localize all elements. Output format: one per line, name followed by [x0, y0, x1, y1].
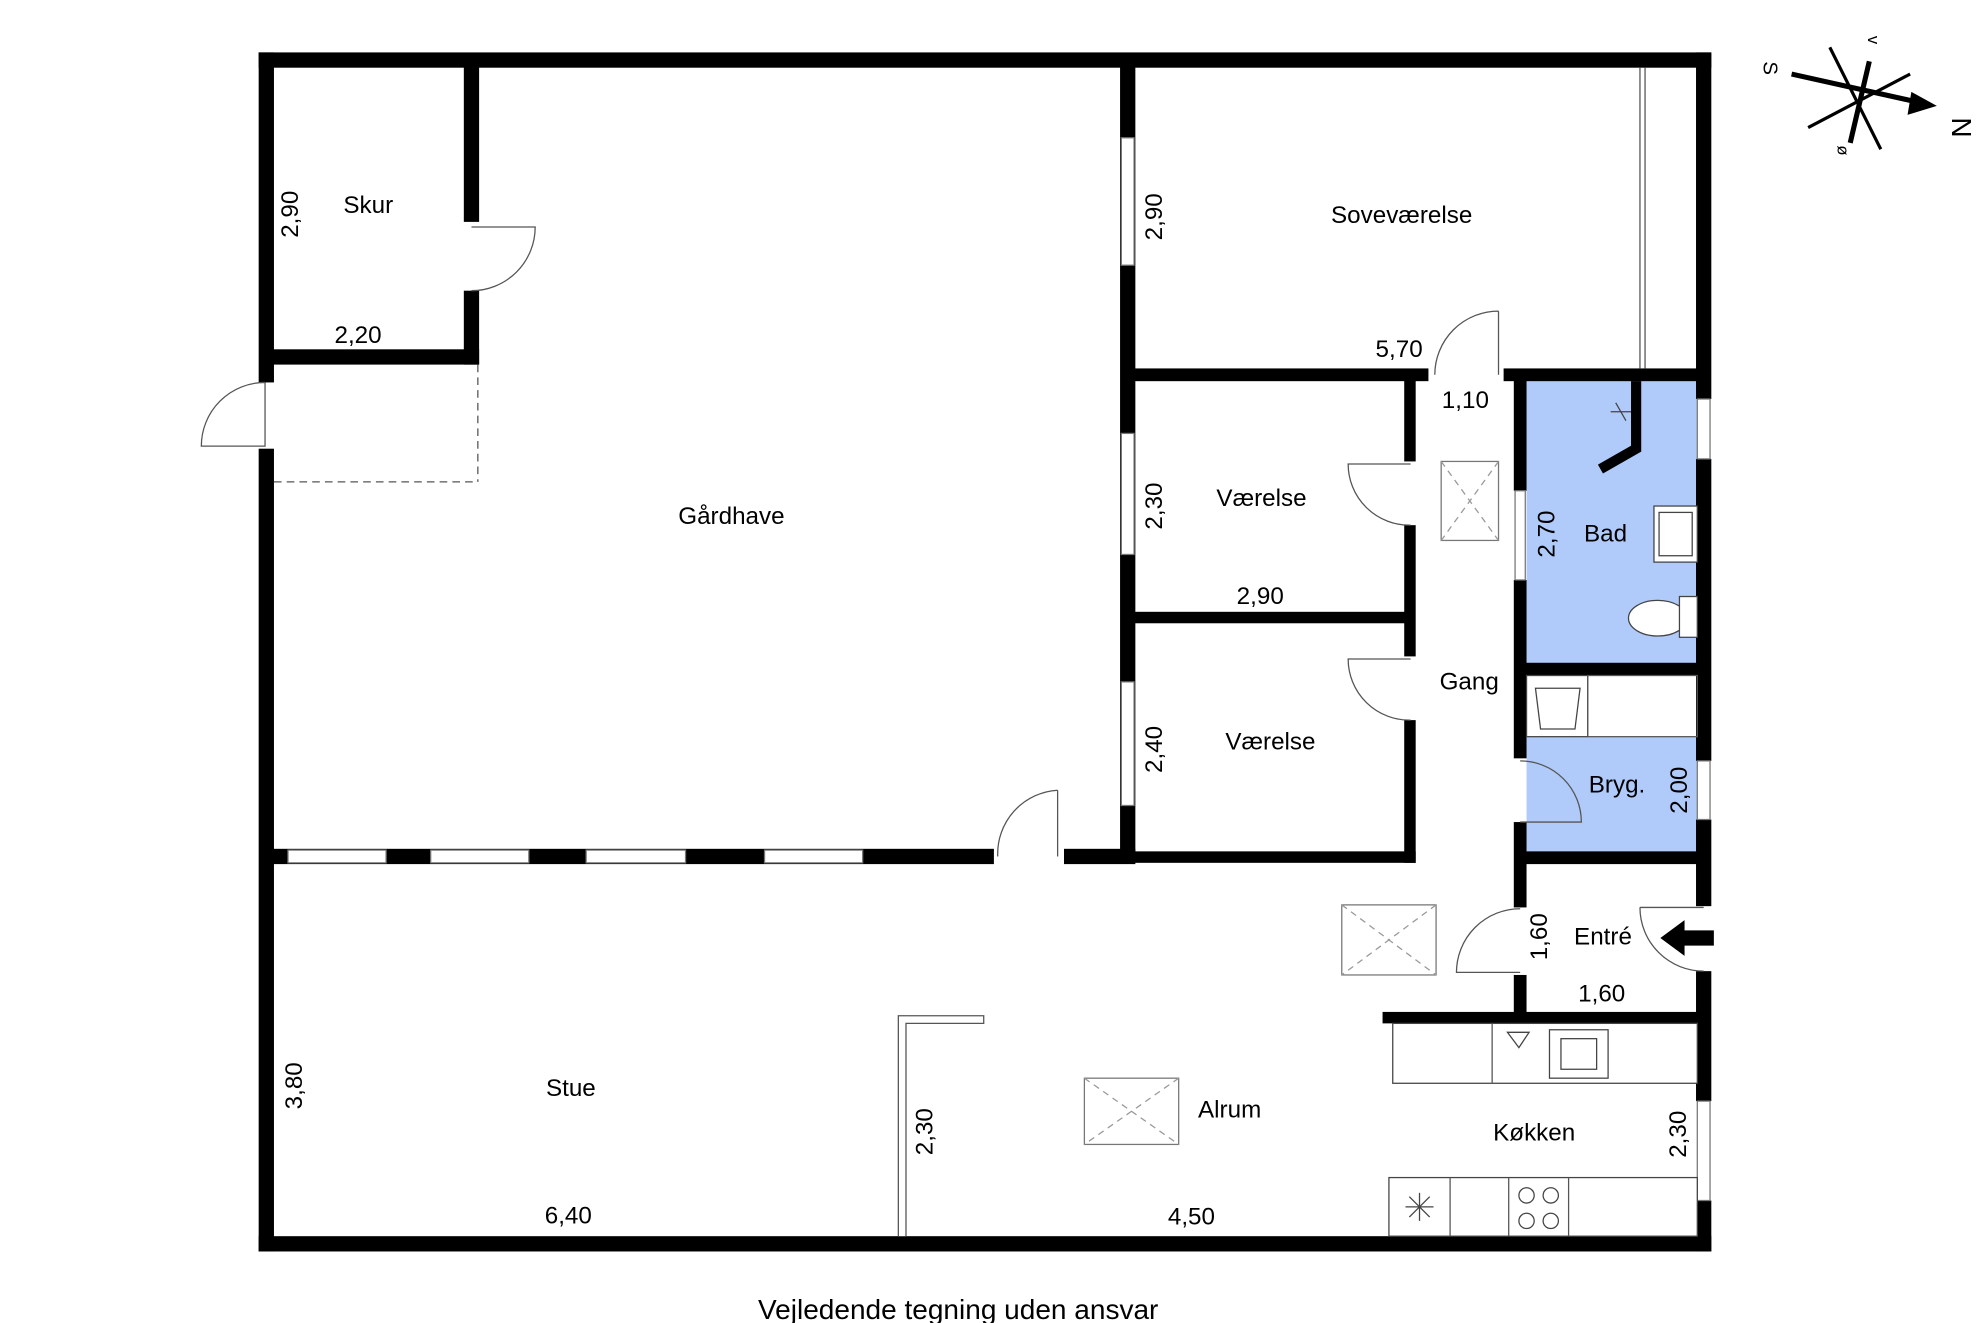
room-bad: Bad — [1584, 521, 1627, 548]
svg-text:2,00: 2,00 — [1666, 767, 1693, 814]
compass-v: v — [1864, 36, 1883, 45]
room-koekken: Køkken — [1493, 1120, 1575, 1147]
doors[interactable] — [200, 226, 1704, 974]
compass-icon: N S ø v — [1759, 36, 1978, 156]
svg-text:2,30: 2,30 — [912, 1108, 939, 1155]
dimension-labels: 2,90 2,20 2,90 5,70 1,10 2,30 2,90 2,40 … — [277, 191, 1693, 1231]
svg-text:2,90: 2,90 — [277, 191, 304, 238]
vaerelse1-door — [1347, 463, 1411, 526]
svg-text:2,40: 2,40 — [1141, 726, 1168, 773]
svg-text:1,10: 1,10 — [1442, 387, 1489, 414]
freezer-snowflake-icon — [1405, 1192, 1434, 1221]
room-vaerelse-2: Værelse — [1225, 728, 1315, 755]
kitchen-counter-top — [1392, 1022, 1698, 1084]
compass-s: S — [1759, 61, 1781, 75]
stove-icon — [1518, 1187, 1560, 1230]
bryg-door — [1520, 760, 1582, 823]
svg-text:1,60: 1,60 — [1578, 981, 1625, 1008]
footer-disclaimer: Vejledende tegning uden ansvar — [758, 1294, 1158, 1323]
room-entre: Entré — [1574, 923, 1632, 950]
svg-text:2,70: 2,70 — [1534, 511, 1561, 558]
bryg-fill — [1526, 736, 1699, 854]
toilet — [1627, 599, 1688, 637]
kitchen-counter-bottom — [1388, 1176, 1698, 1237]
compass-n: N — [1946, 117, 1977, 137]
vaerelse2-door — [1347, 658, 1411, 721]
shower-head-icon — [1610, 402, 1632, 421]
svg-text:3,80: 3,80 — [281, 1062, 308, 1109]
svg-text:1,60: 1,60 — [1526, 913, 1553, 960]
sove-door — [1434, 310, 1500, 375]
side-gate-door — [200, 381, 266, 447]
skylights — [1083, 460, 1500, 1146]
entre-inner-door — [1455, 908, 1521, 974]
svg-text:2,30: 2,30 — [1141, 482, 1168, 529]
svg-text:2,90: 2,90 — [1141, 193, 1168, 240]
room-bryg: Bryg. — [1589, 772, 1646, 799]
room-vaerelse-1: Værelse — [1216, 485, 1306, 512]
room-sovevaerelse: Soveværelse — [1331, 202, 1472, 229]
skur-door — [471, 226, 536, 292]
room-labels: Skur Gårdhave Soveværelse Værelse Værels… — [343, 192, 1645, 1147]
windows — [287, 67, 1711, 1202]
room-stue: Stue — [546, 1075, 596, 1102]
svg-text:4,50: 4,50 — [1168, 1204, 1215, 1231]
fixtures — [1388, 402, 1698, 1237]
svg-text:2,20: 2,20 — [335, 322, 382, 349]
entrance-arrow-icon — [1660, 920, 1714, 956]
room-gang: Gang — [1440, 669, 1499, 696]
svg-text:6,40: 6,40 — [545, 1202, 592, 1229]
room-alrum: Alrum — [1198, 1097, 1261, 1124]
garden-door — [997, 789, 1059, 857]
svg-text:2,90: 2,90 — [1237, 583, 1284, 610]
svg-text:5,70: 5,70 — [1376, 336, 1423, 363]
entrance-door — [1639, 906, 1704, 972]
room-gaardhave: Gårdhave — [678, 503, 784, 530]
partition-wall — [897, 1015, 985, 1237]
room-skur: Skur — [343, 192, 393, 219]
compass-o: ø — [1833, 145, 1852, 155]
svg-text:2,30: 2,30 — [1665, 1111, 1692, 1158]
